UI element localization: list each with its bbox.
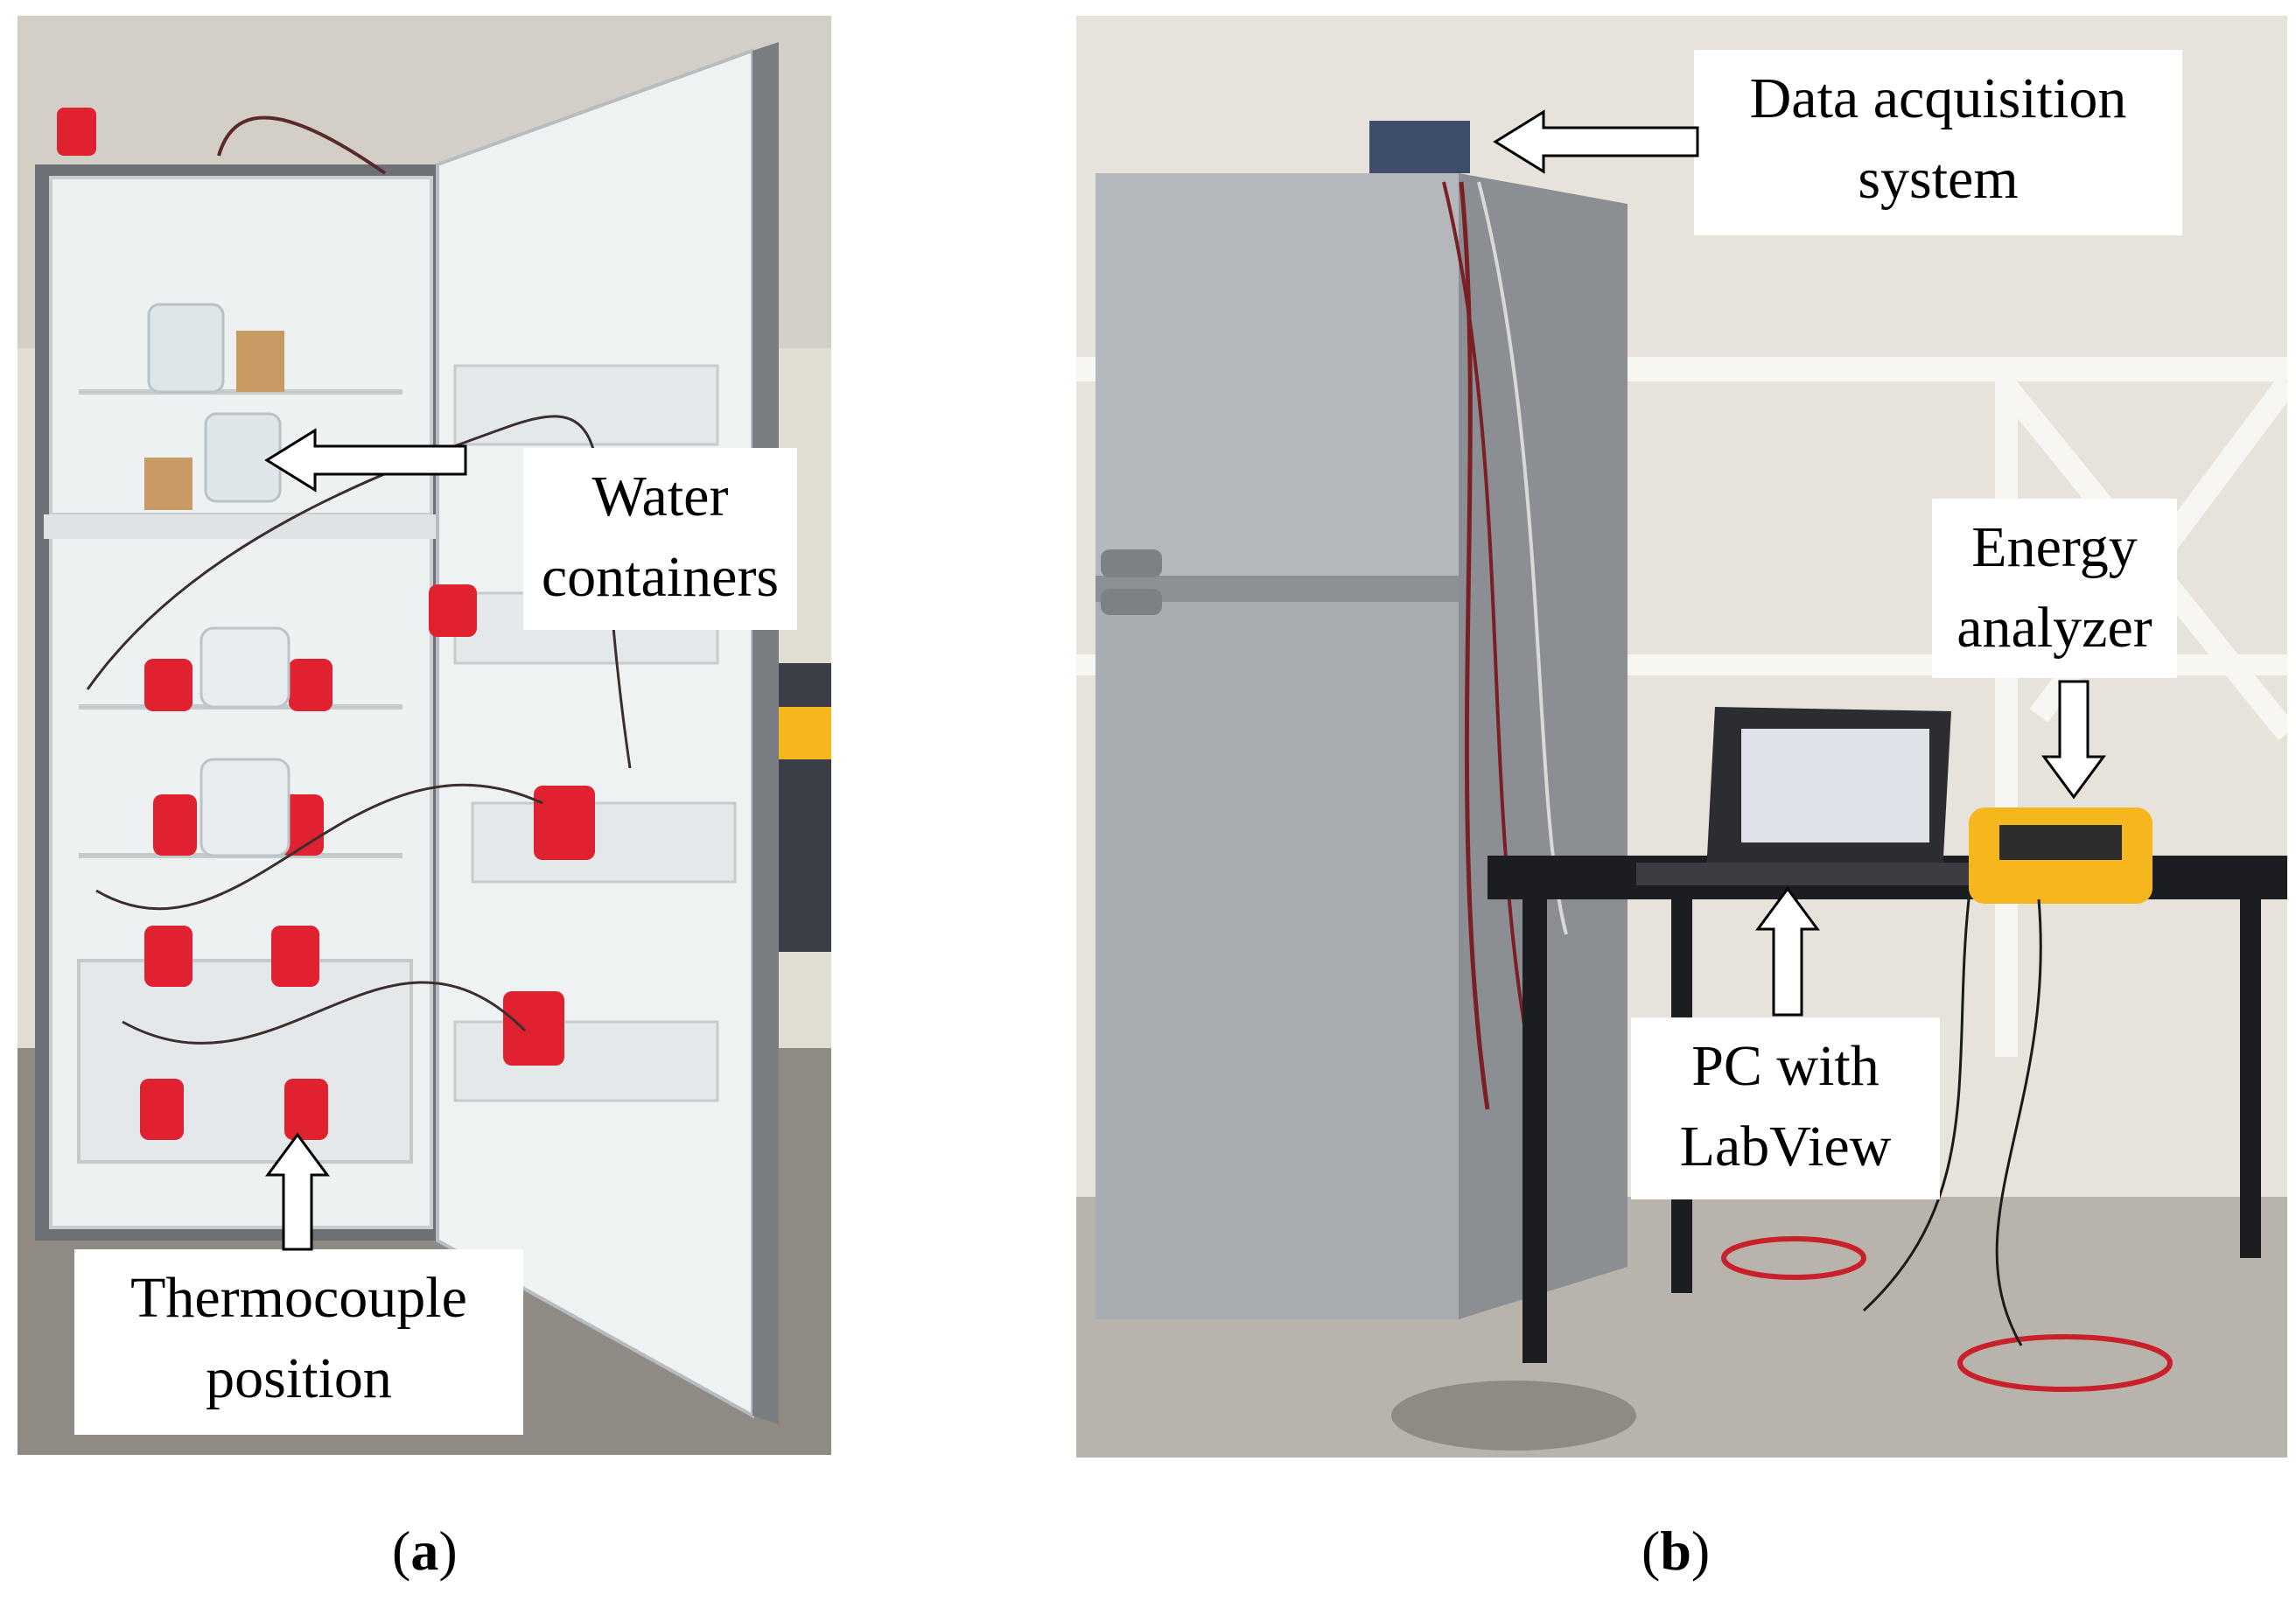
arrow-up-pc-icon xyxy=(1755,886,1820,1017)
callout-pc-line-2: LabView xyxy=(1679,1115,1892,1178)
callout-energy-line-2: analyzer xyxy=(1956,596,2152,660)
caption-b-open: ( xyxy=(1642,1520,1661,1582)
callout-data-acquisition-system: Data acquisition system xyxy=(1694,50,2182,235)
callout-pc-line-1: PC with xyxy=(1691,1034,1880,1098)
arrow-left-water-containers-icon xyxy=(264,428,467,493)
caption-a-open: ( xyxy=(392,1520,411,1582)
callout-pc-with-labview: PC with LabView xyxy=(1631,1017,1940,1199)
callout-daq-line-1: Data acquisition xyxy=(1749,66,2127,130)
callout-daq-line-2: system xyxy=(1858,147,2019,211)
caption-b-letter: b xyxy=(1660,1520,1691,1582)
callout-water-containers: Water containers xyxy=(523,448,797,630)
caption-panel-a: (a) xyxy=(392,1519,458,1584)
arrow-up-thermocouple-icon xyxy=(265,1132,330,1251)
arrow-down-energy-analyzer-icon xyxy=(2041,680,2106,800)
callout-water-containers-line-2: containers xyxy=(541,545,780,609)
photo-open-refrigerator xyxy=(18,16,831,1455)
callout-energy-line-1: Energy xyxy=(1971,515,2138,579)
caption-b-close: ) xyxy=(1690,1520,1711,1582)
callout-thermocouple-line-1: Thermocouple xyxy=(130,1266,467,1330)
caption-panel-b: (b) xyxy=(1642,1519,1710,1584)
arrow-left-data-acquisition-icon xyxy=(1493,109,1699,174)
caption-a-letter: a xyxy=(410,1520,439,1582)
caption-a-close: ) xyxy=(438,1520,458,1582)
open-refrigerator-illustration xyxy=(18,16,831,1455)
callout-water-containers-line-1: Water xyxy=(592,465,729,528)
callout-energy-analyzer: Energy analyzer xyxy=(1932,499,2177,678)
photo-test-setup xyxy=(1076,16,2287,1458)
callout-thermocouple-line-2: position xyxy=(206,1346,392,1410)
test-setup-illustration xyxy=(1076,16,2287,1458)
callout-thermocouple-position: Thermocouple position xyxy=(74,1249,523,1435)
